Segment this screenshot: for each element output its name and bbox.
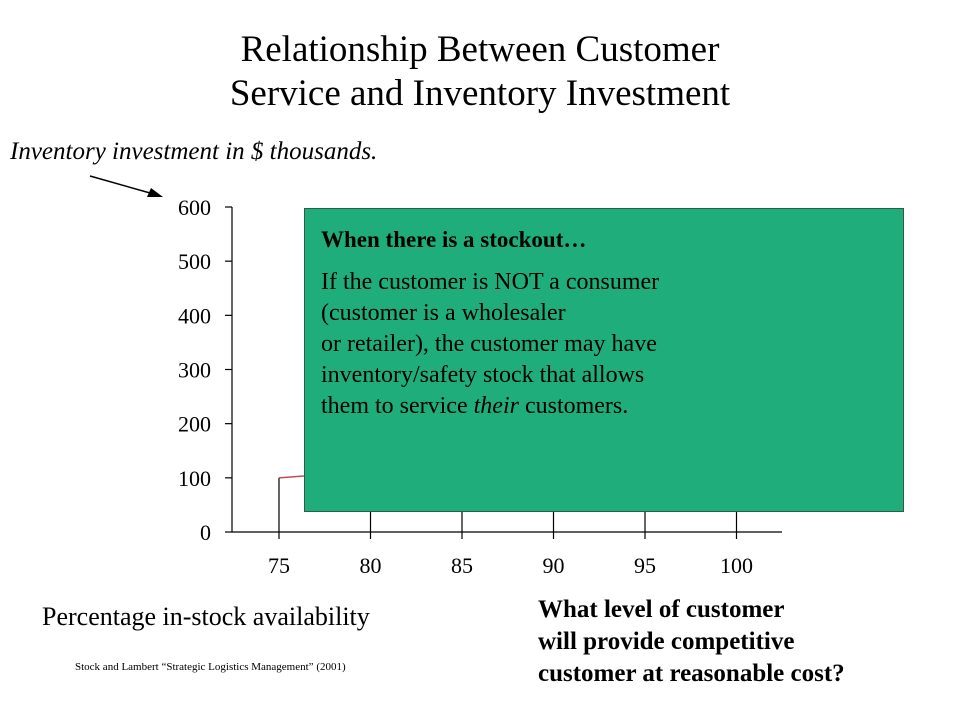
x-tick-label: 100 <box>720 553 753 578</box>
x-tick-label: 80 <box>360 553 382 578</box>
y-tick-label: 300 <box>178 358 211 383</box>
title-line-1: Relationship Between Customer <box>240 29 720 70</box>
title-line-2: Service and Inventory Investment <box>229 73 731 114</box>
callout-line-5-emphasis: their <box>473 393 519 419</box>
callout-line-5: them to service their customers. <box>321 391 887 422</box>
stockout-callout: When there is a stockout… If the custome… <box>304 208 904 512</box>
callout-line-2: (customer is a wholesaler <box>321 300 566 326</box>
question-line-1: What level of customer <box>538 596 785 623</box>
x-tick-label: 85 <box>451 553 473 578</box>
y-tick-label: 500 <box>178 249 211 274</box>
pointer-arrow <box>89 175 151 194</box>
callout-body: If the customer is NOT a consumer (custo… <box>321 267 887 422</box>
y-axis-ticks: 0 100 200 300 400 500 600 <box>178 195 232 545</box>
callout-line-1: If the customer is NOT a consumer <box>321 269 660 295</box>
y-axis-note: Inventory investment in $ thousands. <box>10 138 378 165</box>
callout-line-4: inventory/safety stock that allows <box>321 362 645 388</box>
x-tick-label: 95 <box>634 553 656 578</box>
y-tick-label: 600 <box>178 195 211 220</box>
pointer-arrowhead <box>147 188 163 197</box>
question-line-3: customer at reasonable cost? <box>538 660 845 687</box>
y-tick-label: 200 <box>178 412 211 437</box>
question-line-2: will provide competitive <box>538 628 795 655</box>
callout-heading: When there is a stockout… <box>321 227 587 252</box>
slide-title: Relationship Between Customer Service an… <box>0 28 960 116</box>
callout-line-3: or retailer), the customer may have <box>321 331 657 357</box>
y-tick-label: 100 <box>178 466 211 491</box>
x-tick-label: 75 <box>268 553 290 578</box>
source-citation: Stock and Lambert “Strategic Logistics M… <box>75 661 346 673</box>
callout-line-5-post: customers. <box>518 393 629 419</box>
y-tick-label: 400 <box>178 303 211 328</box>
callout-line-5-pre: them to service <box>321 393 474 419</box>
x-tick-label: 90 <box>543 553 565 578</box>
x-axis-label: Percentage in-stock availability <box>42 602 370 631</box>
question-text: What level of customer will provide comp… <box>538 594 845 690</box>
y-tick-label: 0 <box>200 520 211 545</box>
